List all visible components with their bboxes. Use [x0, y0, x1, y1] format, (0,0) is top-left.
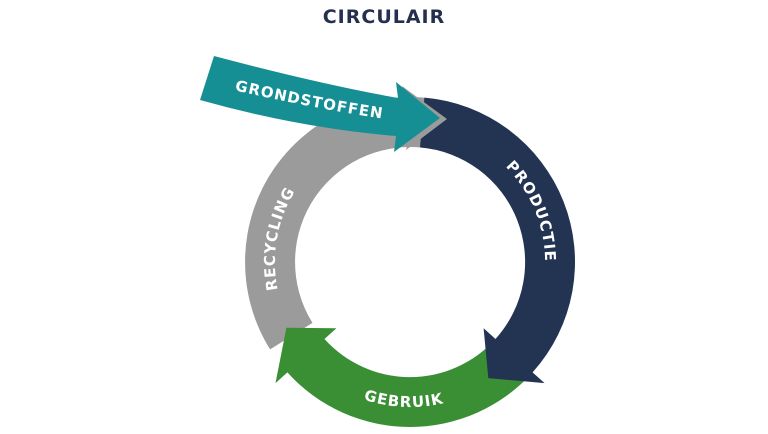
grondstoffen-arrow — [200, 56, 440, 152]
recycling-arrow — [245, 97, 445, 350]
productie-arrow — [420, 97, 576, 384]
gebruik-arrow — [275, 327, 533, 427]
diagram-title: CIRCULAIR — [322, 6, 446, 28]
